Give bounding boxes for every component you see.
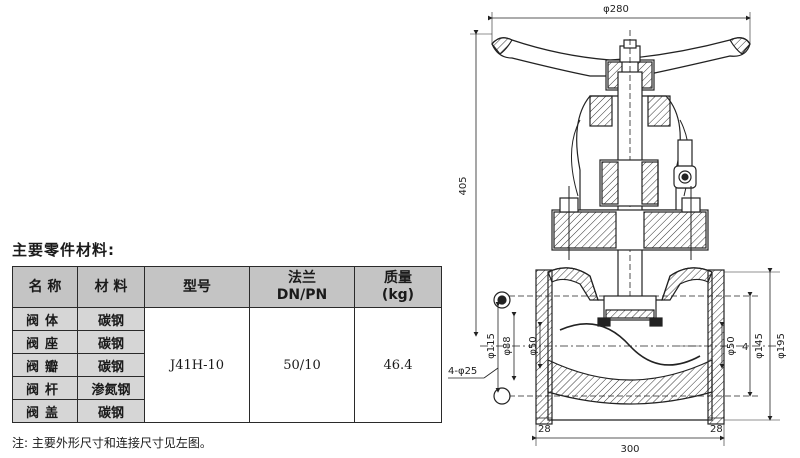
part-name: 阀盖 — [12, 399, 78, 423]
table-row: 阀盖 碳钢 — [12, 399, 442, 423]
part-name: 阀瓣 — [12, 353, 78, 377]
dim-d115: φ115 — [486, 333, 497, 359]
dim-d50-right: φ50 — [726, 336, 737, 355]
table-row: 阀体 碳钢 J41H-10 50/10 46.4 — [12, 307, 442, 423]
flange-left — [535, 269, 553, 425]
dim-holes: 4-φ25 — [448, 366, 477, 377]
dim-d195: φ195 — [776, 333, 787, 359]
footnote: 注: 主要外形尺寸和连接尺寸见左图。 — [12, 436, 212, 450]
flange-value: 50/10 — [249, 307, 355, 423]
dim-d88: φ88 — [502, 336, 513, 355]
header-material: 材 料 — [77, 266, 145, 308]
part-material: 碳钢 — [77, 399, 145, 423]
part-material: 碳钢 — [77, 353, 145, 377]
part-name: 阀座 — [12, 330, 78, 354]
header-name: 名 称 — [12, 266, 78, 308]
dim-4: 4 — [742, 342, 748, 353]
part-material: 碳钢 — [77, 330, 145, 354]
dim-28-left: 28 — [538, 424, 551, 435]
part-material: 碳钢 — [77, 307, 145, 331]
dim-28-right: 28 — [710, 424, 723, 435]
model-value: J41H-10 — [144, 307, 250, 423]
part-name: 阀杆 — [12, 376, 78, 400]
flange-right — [707, 269, 725, 425]
dim-height: 405 — [458, 176, 469, 195]
section-title: 主要零件材料: — [12, 241, 115, 259]
part-name: 阀体 — [12, 307, 78, 331]
valve-drawing: φ280 405 φ115 φ88 φ50 φ50 φ145 φ195 4-φ2… — [448, 4, 787, 455]
dim-top: φ280 — [603, 4, 629, 15]
table-row: 阀瓣 碳钢 — [12, 353, 442, 377]
table-header-row: 名 称 材 料 型号 法兰 DN/PN 质量 (kg) — [12, 266, 442, 308]
dim-d50-left: φ50 — [528, 336, 539, 355]
parts-table: 名 称 材 料 型号 法兰 DN/PN 质量 (kg) 阀体 碳钢 J41H-1… — [12, 266, 442, 423]
part-material: 渗氮钢 — [77, 376, 145, 400]
header-flange: 法兰 DN/PN — [249, 266, 355, 308]
handwheel — [491, 37, 751, 77]
dim-300: 300 — [620, 444, 639, 455]
header-mass: 质量 (kg) — [354, 266, 442, 308]
header-model: 型号 — [144, 266, 250, 308]
dim-d145: φ145 — [754, 333, 765, 359]
mass-value: 46.4 — [354, 307, 442, 423]
